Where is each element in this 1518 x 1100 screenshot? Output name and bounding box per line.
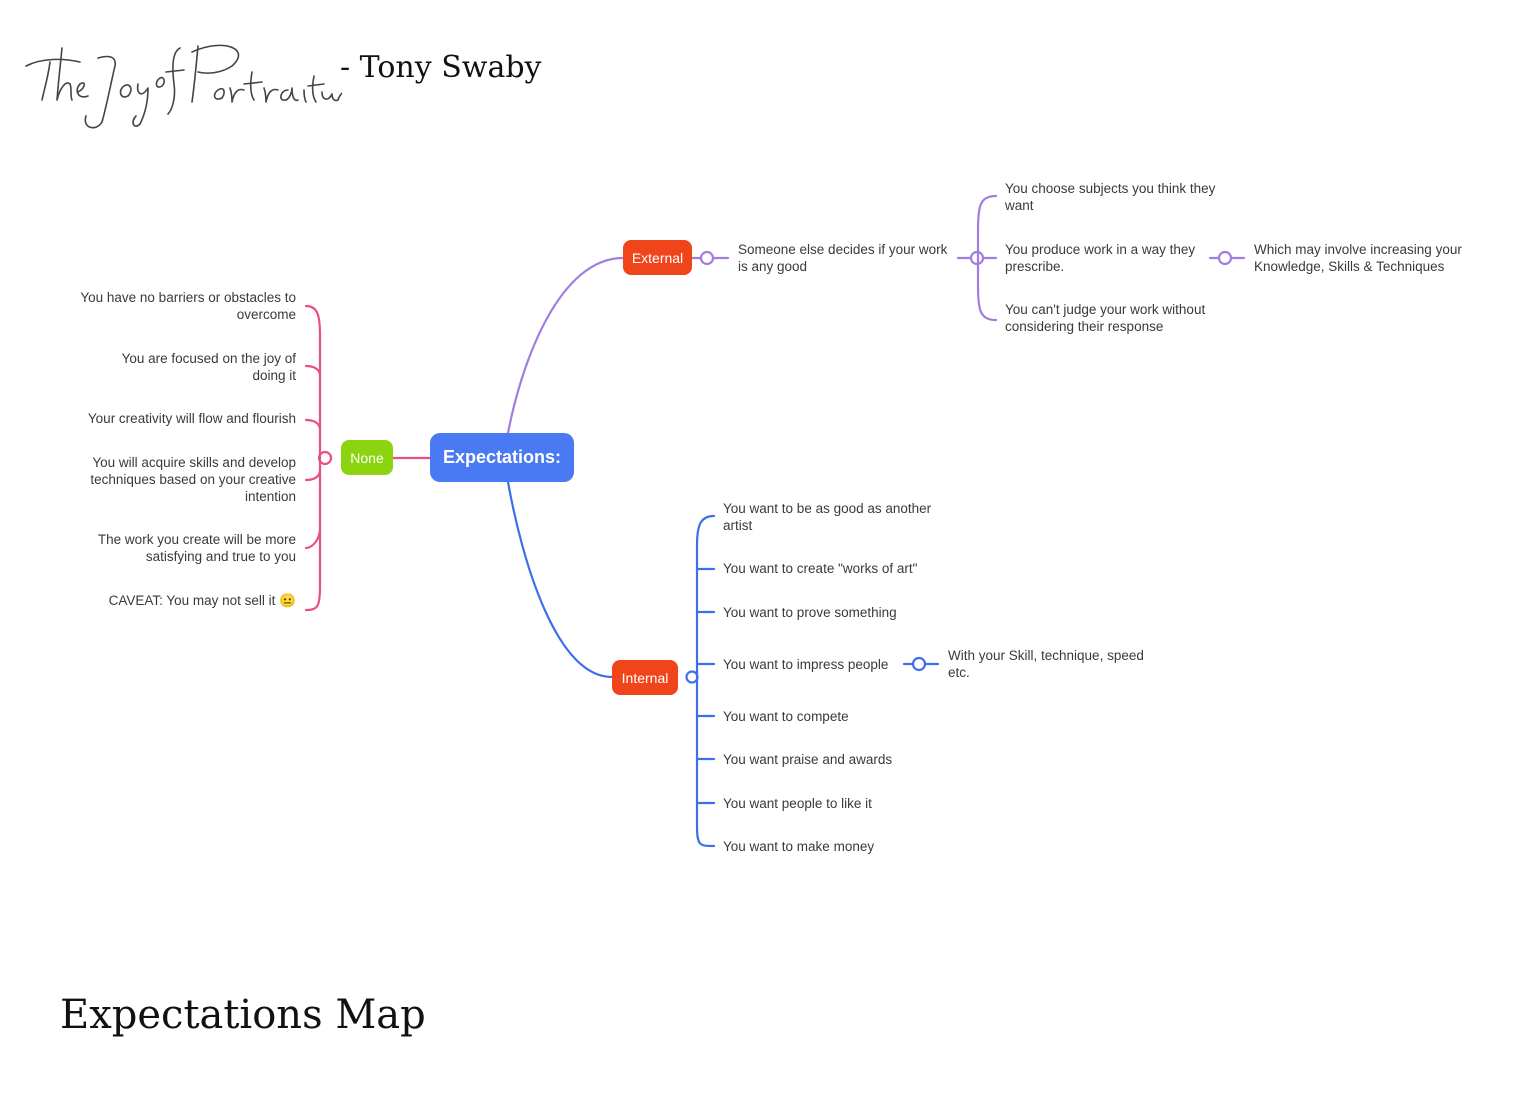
none-item[interactable]: Your creativity will flow and flourish	[87, 411, 296, 426]
page-caption: Expectations Map	[60, 992, 426, 1038]
external-item[interactable]: You can't judge your work without consid…	[1005, 302, 1206, 334]
branch-node-internal[interactable]: Internal	[612, 660, 678, 695]
internal-item[interactable]: You want to compete	[723, 709, 849, 724]
none-item[interactable]: The work you create will be more satisfy…	[97, 532, 296, 564]
connector-none-items	[304, 304, 322, 612]
joy-of-portraiture-logo	[25, 44, 342, 129]
internal-item[interactable]: You want to prove something	[723, 605, 897, 620]
connector-internal-items	[695, 514, 716, 848]
internal-item[interactable]: You want to impress people	[723, 657, 889, 672]
external-item[interactable]: You produce work in a way they prescribe…	[1005, 242, 1196, 274]
external-node-handle	[699, 250, 715, 266]
internal-sub-handle	[911, 656, 927, 672]
connector-root-internal	[506, 480, 614, 679]
external-item[interactable]: You choose subjects you think they want	[1005, 181, 1216, 213]
none-item[interactable]: You have no barriers or obstacles to ove…	[80, 290, 296, 322]
branch-node-none[interactable]: None	[341, 440, 393, 475]
internal-item[interactable]: You want to create "works of art"	[723, 561, 918, 576]
root-node-expectations[interactable]: Expectations:	[430, 433, 574, 482]
internal-item[interactable]: You want praise and awards	[723, 752, 893, 767]
internal-item[interactable]: You want to be as good as another artist	[723, 501, 932, 533]
author-name: - Tony Swaby	[340, 50, 542, 85]
external-sub-handle	[1217, 250, 1233, 266]
connector-root-external	[506, 256, 625, 435]
internal-sub-item[interactable]: With your Skill, technique, speed etc.	[948, 648, 1144, 680]
internal-item[interactable]: You want to make money	[723, 839, 875, 854]
none-item[interactable]: You are focused on the joy of doing it	[121, 351, 296, 383]
none-item-caveat[interactable]: CAVEAT: You may not sell it 😐	[108, 593, 296, 608]
external-child-topic[interactable]: Someone else decides if your work is any…	[738, 242, 948, 274]
internal-node-handle	[685, 670, 699, 684]
internal-item[interactable]: You want people to like it	[723, 796, 872, 811]
none-item[interactable]: You will acquire skills and develop tech…	[90, 455, 296, 504]
branch-node-external[interactable]: External	[623, 240, 692, 275]
external-sub-item[interactable]: Which may involve increasing your Knowle…	[1254, 242, 1462, 274]
